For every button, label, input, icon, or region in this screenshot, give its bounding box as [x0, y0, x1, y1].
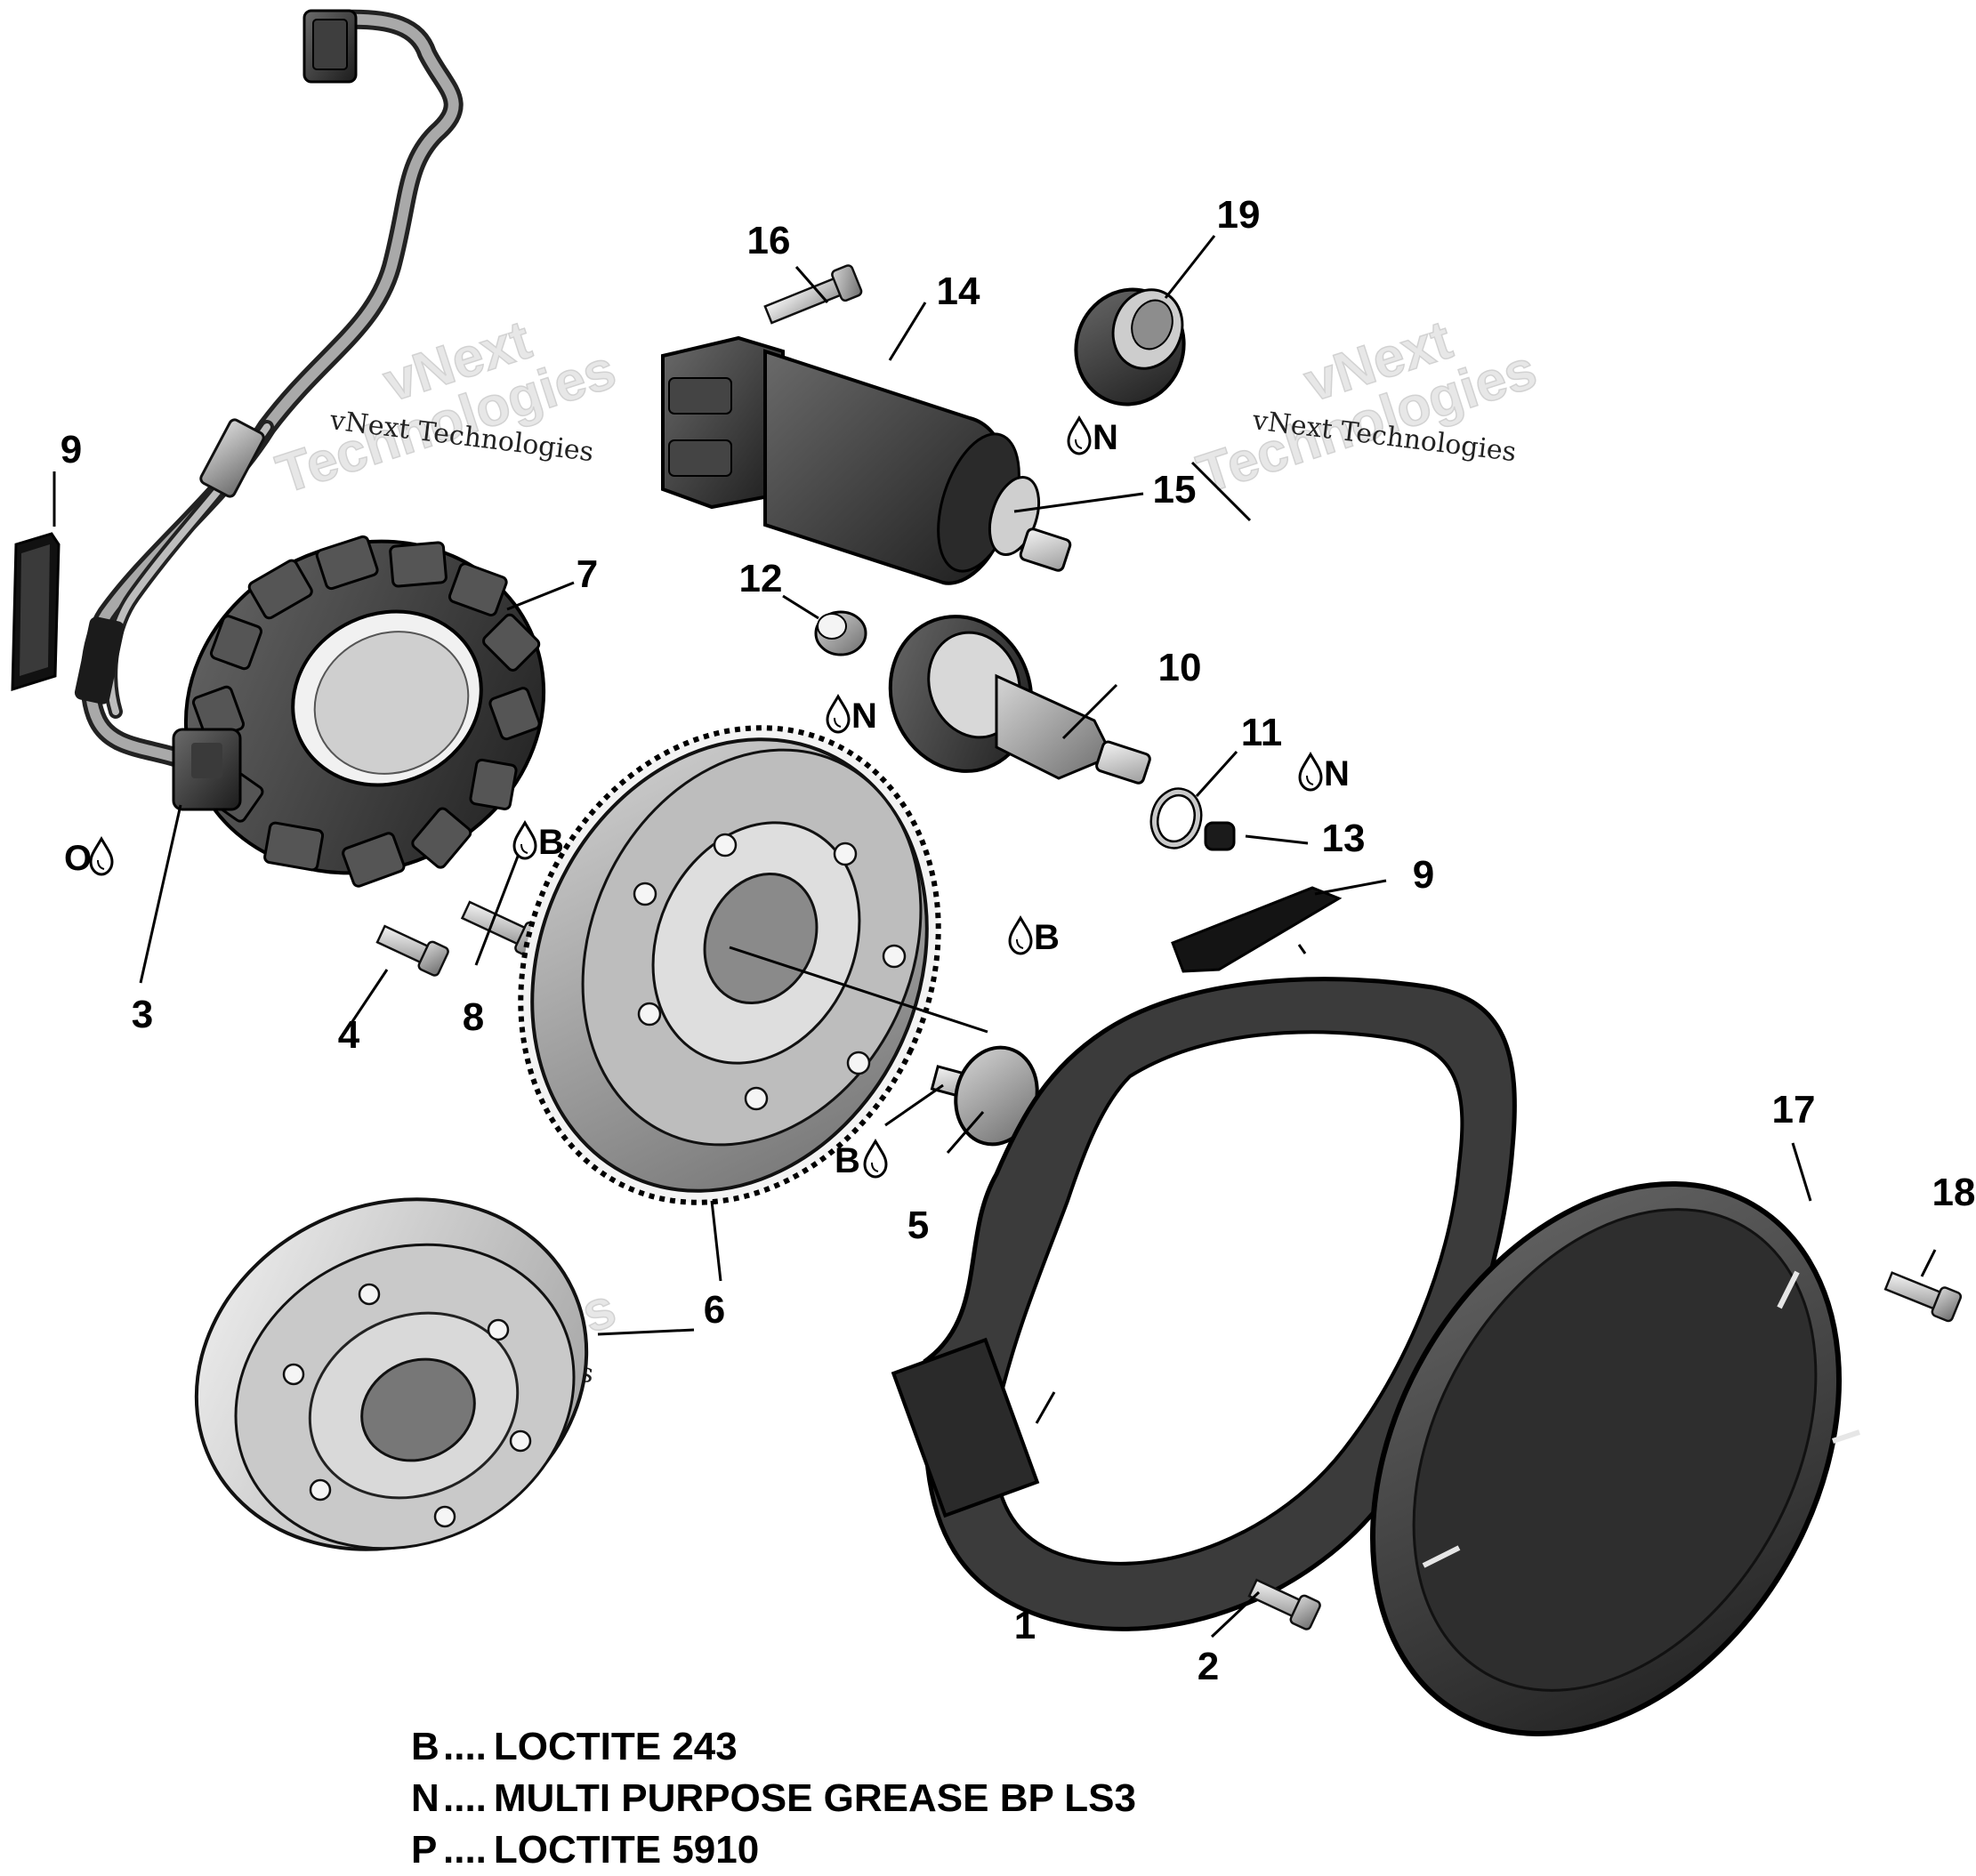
legend-row: B....LOCTITE 243 [411, 1721, 1136, 1773]
legend-code: P [411, 1828, 438, 1872]
part-18-screw [1883, 1271, 1963, 1323]
part-17-cover [1370, 1180, 1860, 1737]
callout-10: 10 [1158, 646, 1202, 689]
part-3-sensor [172, 728, 242, 811]
part-4-screw [375, 924, 449, 977]
legend-text: LOCTITE 243 [493, 1725, 738, 1768]
callout-8: 8 [463, 995, 484, 1039]
callout-3: 3 [132, 993, 153, 1036]
part-7-stator [183, 535, 546, 888]
part-6-flywheel [518, 725, 941, 1205]
marker-letter: N [1324, 754, 1350, 793]
marker-n-bushing: N [826, 695, 877, 736]
legend: B....LOCTITE 243 N....MULTI PURPOSE GREA… [411, 1721, 1136, 1876]
callout-15: 15 [1153, 468, 1197, 511]
harness-clip [199, 418, 265, 498]
callout-16: 16 [747, 219, 791, 262]
watermark-left-top: vNext Technologies vNext Technologies [269, 309, 624, 506]
callout-14: 14 [937, 270, 980, 313]
callout-11: 11 [1241, 711, 1283, 754]
watermark-right-top: vNext Technologies vNext Technologies [1190, 309, 1545, 506]
callout-4: 4 [338, 1013, 360, 1057]
callout-17: 17 [1772, 1088, 1816, 1131]
part-6-flywheel-alt [194, 1197, 589, 1551]
wiring-harness [74, 9, 464, 768]
callout-6-upper: 6 [704, 1288, 725, 1332]
callout-12: 12 [739, 557, 783, 600]
part-9-left-grommet [11, 532, 60, 692]
marker-n-pin: N [1298, 753, 1350, 793]
callout-5: 5 [907, 1204, 929, 1247]
marker-n-starter: N [1067, 416, 1118, 457]
legend-code: B [411, 1725, 440, 1768]
callout-1: 1 [1014, 1604, 1036, 1647]
callout-13: 13 [1322, 817, 1366, 860]
part-19-bushing [1074, 287, 1186, 407]
part-9-right-grommet [1171, 886, 1343, 973]
part-10-starter-drive [888, 615, 1151, 785]
marker-letter: B [835, 1141, 860, 1180]
callout-19: 19 [1217, 193, 1261, 237]
part-16-bolt [763, 264, 863, 325]
part-2-screw [1247, 1578, 1321, 1630]
legend-row: P....LOCTITE 5910 [411, 1824, 1136, 1876]
callout-7: 7 [577, 552, 598, 596]
marker-letter: O [64, 839, 92, 878]
part-13-pin [1204, 821, 1236, 851]
part-1-housing-ring [891, 977, 1517, 1631]
marker-o-stator: O [64, 837, 114, 878]
callout-labels: 9 3 4 8 7 12 10 11 13 9 14 15 16 19 6 5 … [60, 193, 1976, 1688]
legend-dots: .... [443, 1725, 487, 1768]
marker-letter: N [1093, 418, 1118, 457]
marker-letter: B [538, 823, 564, 862]
harness-connector [302, 9, 358, 84]
legend-dots: .... [443, 1776, 487, 1820]
marker-b-rotor: B [1008, 916, 1060, 957]
callout-9-left: 9 [60, 428, 82, 471]
callout-2: 2 [1198, 1645, 1219, 1688]
part-14-starter [661, 335, 1072, 585]
callout-9-right: 9 [1413, 853, 1434, 897]
legend-row: N....MULTI PURPOSE GREASE BP LS3 [411, 1773, 1136, 1824]
legend-dots: .... [443, 1828, 487, 1872]
part-11-washer [1149, 787, 1203, 849]
legend-text: LOCTITE 5910 [493, 1828, 760, 1872]
legend-code: N [411, 1776, 440, 1820]
part-12-bushing [814, 610, 867, 656]
marker-letter: B [1034, 918, 1060, 957]
marker-letter: N [851, 696, 877, 736]
leader-lines [52, 235, 1937, 1638]
callout-18: 18 [1932, 1171, 1976, 1214]
marker-b-bolt5: B [835, 1139, 888, 1180]
legend-text: MULTI PURPOSE GREASE BP LS3 [493, 1776, 1136, 1820]
marker-b-screw8: B [512, 821, 564, 862]
harness-sleeve [74, 616, 125, 705]
